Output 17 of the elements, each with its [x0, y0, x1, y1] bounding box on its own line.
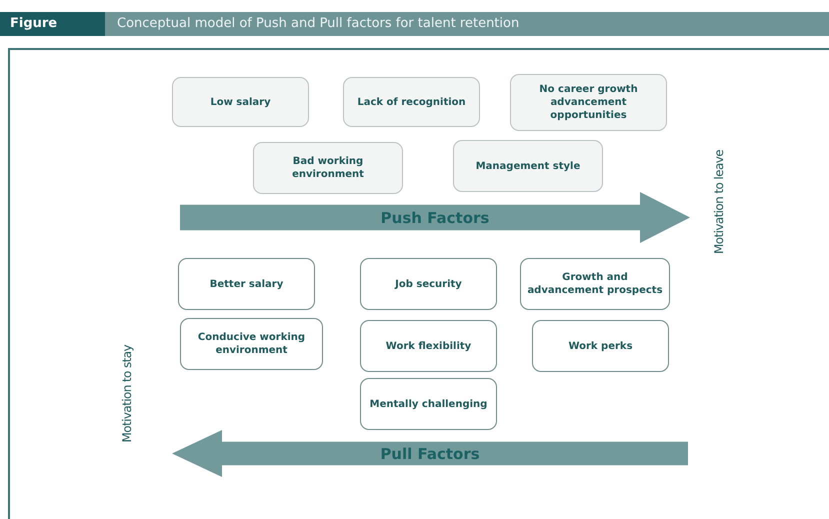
pull-factor-box: Better salary — [178, 258, 315, 310]
pull-factor-box: Conducive working environment — [180, 318, 323, 370]
arrow-label: Pull Factors — [380, 444, 480, 462]
push-factor-box: Management style — [453, 140, 603, 192]
pull-factor-box: Growth and advancement prospects — [520, 258, 670, 310]
pull-factor-box: Work flexibility — [360, 320, 497, 372]
pull-factor-box: Work perks — [532, 320, 669, 372]
axis-label: Motivation to leave — [712, 150, 726, 254]
pull-factor-box: Mentally challenging — [360, 378, 497, 430]
axis-label: Motivation to stay — [120, 345, 134, 442]
arrow-label: Push Factors — [380, 208, 490, 226]
push-factor-box: Lack of recognition — [343, 77, 480, 127]
push-factor-box: No career growth advancement opportunities — [510, 74, 667, 131]
push-factor-box: Bad working environment — [253, 142, 403, 194]
push-factor-box: Low salary — [172, 77, 309, 127]
figure-title: Conceptual model of Push and Pull factors for talent retention — [117, 16, 520, 31]
pull-factor-box: Job security — [360, 258, 497, 310]
